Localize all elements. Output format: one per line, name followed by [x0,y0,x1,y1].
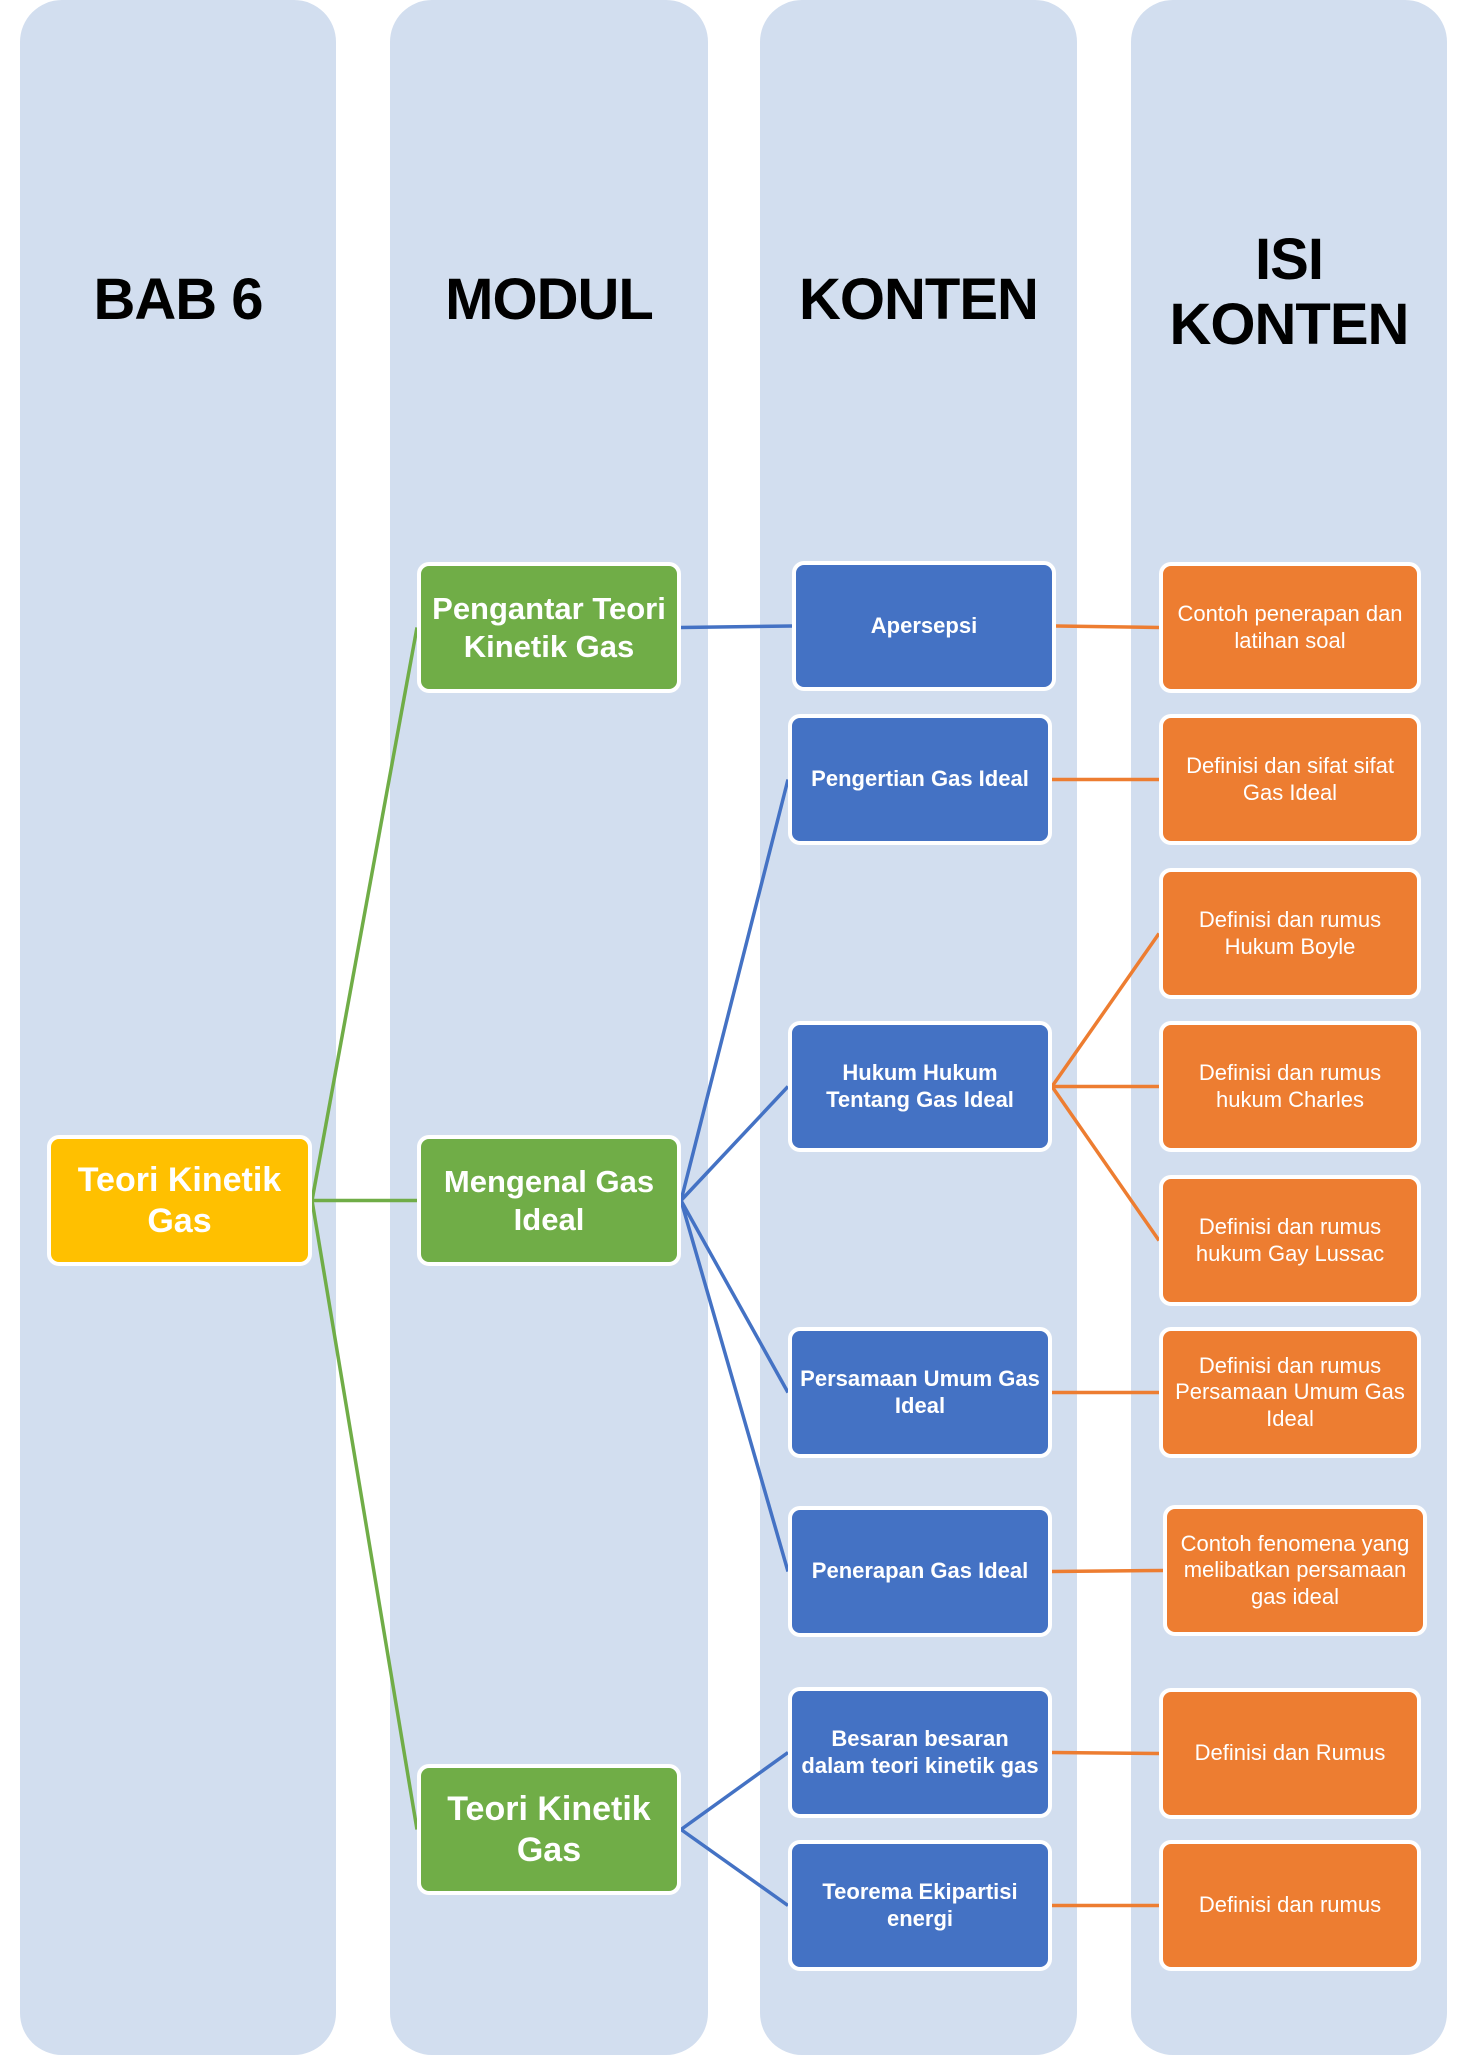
column-title-isi-konten: ISI KONTEN [1131,227,1447,358]
column-title-bab: BAB 6 [93,267,263,332]
bab-modul-connector [310,627,419,1201]
isi-konten-node[interactable]: Definisi dan rumus Persamaan Umum Gas Id… [1159,1327,1421,1458]
konten-node[interactable]: Persamaan Umum Gas Ideal [788,1327,1052,1458]
konten-node[interactable]: Pengertian Gas Ideal [788,714,1052,845]
konten-node[interactable]: Besaran besaran dalam teori kinetik gas [788,1687,1052,1818]
konten-node[interactable]: Hukum Hukum Tentang Gas Ideal [788,1021,1052,1152]
column-title-modul: MODUL [445,267,654,332]
isi-konten-node[interactable]: Definisi dan rumus [1159,1840,1421,1971]
konten-isi-connector [1050,1085,1161,1242]
isi-konten-node[interactable]: Contoh fenomena yang melibatkan persamaa… [1163,1505,1427,1636]
modul-node[interactable]: Pengantar Teori Kinetik Gas [417,562,681,693]
isi-konten-node[interactable]: Contoh penerapan dan latihan soal [1159,562,1421,693]
column-title-konten: KONTEN [799,267,1039,332]
konten-isi-connector [1050,932,1161,1088]
modul-node[interactable]: Teori Kinetik Gas [417,1764,681,1895]
konten-node[interactable]: Apersepsi [792,561,1056,691]
modul-konten-connector [679,779,790,1201]
modul-konten-connector [679,1828,790,1907]
column-bab: BAB 6 [20,0,336,2055]
isi-konten-node[interactable]: Definisi dan rumus Hukum Boyle [1159,868,1421,999]
modul-konten-connector [679,1200,790,1572]
column-title-isi-line2: KONTEN [1169,291,1410,357]
konten-node[interactable]: Penerapan Gas Ideal [788,1506,1052,1637]
isi-konten-node[interactable]: Definisi dan sifat sifat Gas Ideal [1159,714,1421,845]
bab-modul-connector [310,1200,419,1830]
konten-isi-connector [1051,1568,1164,1574]
konten-isi-connector [1055,624,1160,630]
bab-node[interactable]: Teori Kinetik Gas [47,1135,312,1266]
modul-node[interactable]: Mengenal Gas Ideal [417,1135,681,1266]
modul-konten-connector [679,1085,790,1202]
isi-konten-node[interactable]: Definisi dan rumus hukum Gay Lussac [1159,1175,1421,1306]
modul-konten-connector [680,624,793,630]
isi-konten-node[interactable]: Definisi dan rumus hukum Charles [1159,1021,1421,1152]
modul-konten-connector [679,1751,790,1831]
konten-isi-connector [1051,1750,1160,1756]
konten-node[interactable]: Teorema Ekipartisi energi [788,1840,1052,1971]
isi-konten-node[interactable]: Definisi dan Rumus [1159,1688,1421,1819]
column-modul: MODUL [390,0,708,2055]
column-title-isi-line1: ISI [1255,227,1324,292]
modul-konten-connector [679,1199,790,1394]
